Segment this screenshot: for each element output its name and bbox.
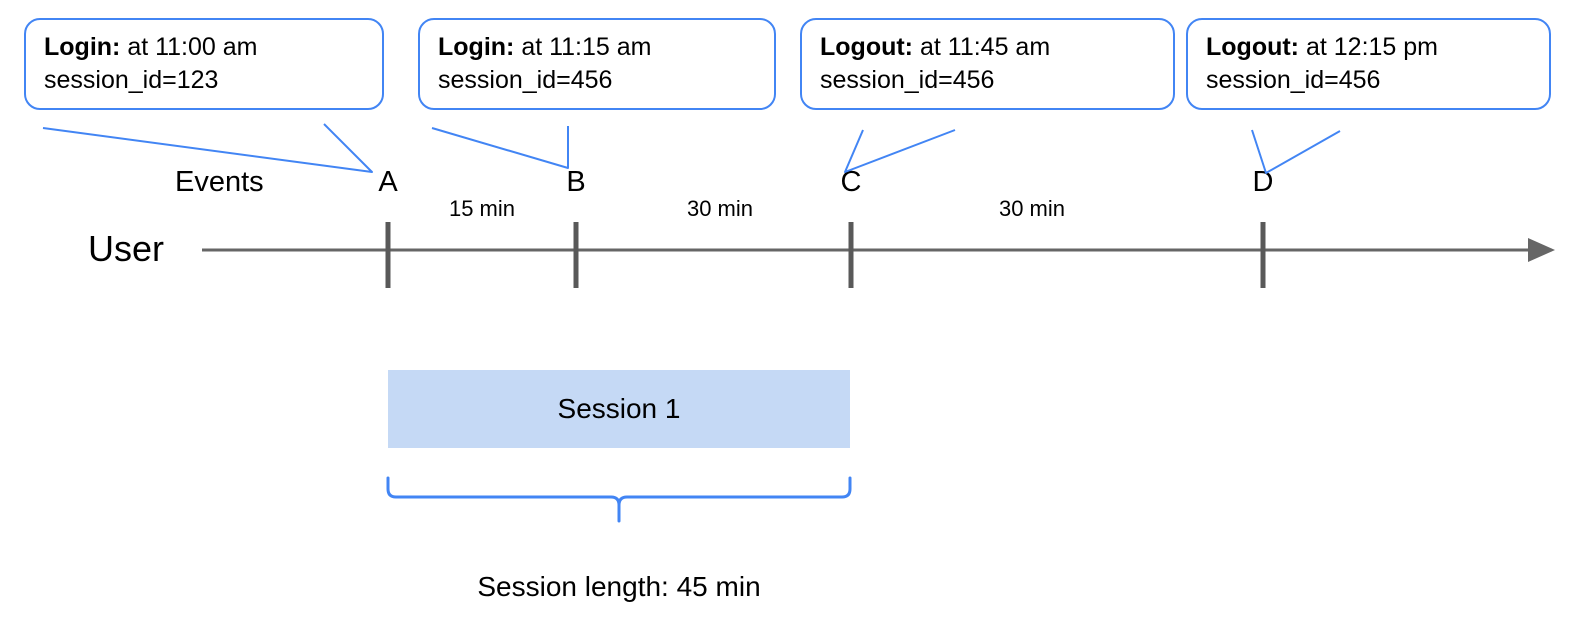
callout-a-label: Login:	[44, 33, 121, 61]
callout-b-line2: session_id=456	[438, 66, 613, 95]
callout-c-time: at 11:45 am	[919, 33, 1051, 61]
interval-label-bc: 30 min	[686, 196, 754, 221]
event-letter-a: A	[378, 166, 398, 198]
callout-b-label: Login:	[438, 33, 515, 61]
callout-a-time: at 11:00 am	[127, 33, 258, 61]
callout-b-time: at 11:15 am	[521, 33, 652, 61]
callout-d-time: at 12:15 pm	[1305, 33, 1438, 61]
callout-a-line2: session_id=123	[44, 66, 219, 95]
callout-b-line1: Login: at 11:15 am	[438, 31, 758, 64]
callout-d-label: Logout:	[1206, 33, 1300, 61]
session-brace	[386, 476, 852, 523]
callout-c-label: Logout:	[820, 33, 914, 61]
session-bar-label: Session 1	[557, 393, 681, 424]
session-bar: Session 1	[388, 370, 850, 448]
callout-a-line1: Login: at 11:00 am	[44, 31, 366, 64]
event-letter-b: B	[566, 166, 586, 198]
event-letter-c: C	[840, 166, 862, 198]
callout-c-line1: Logout: at 11:45 am	[820, 31, 1157, 64]
callout-d-line2: session_id=456	[1206, 66, 1381, 95]
session-length-caption: Session length: 45 min	[477, 571, 761, 602]
callout-logout-c: Logout: at 11:45 am session_id=456	[800, 18, 1175, 110]
callout-login-a: Login: at 11:00 am session_id=123	[24, 18, 384, 110]
callout-c-line2: session_id=456	[820, 66, 995, 95]
callout-login-b: Login: at 11:15 am session_id=456	[418, 18, 776, 110]
user-row-label: User	[88, 228, 165, 269]
callout-d-line1: Logout: at 12:15 pm	[1206, 31, 1533, 64]
callout-logout-d: Logout: at 12:15 pm session_id=456	[1186, 18, 1551, 110]
event-letter-d: D	[1252, 166, 1274, 198]
interval-label-ab: 15 min	[448, 196, 516, 221]
interval-label-cd: 30 min	[998, 196, 1066, 221]
